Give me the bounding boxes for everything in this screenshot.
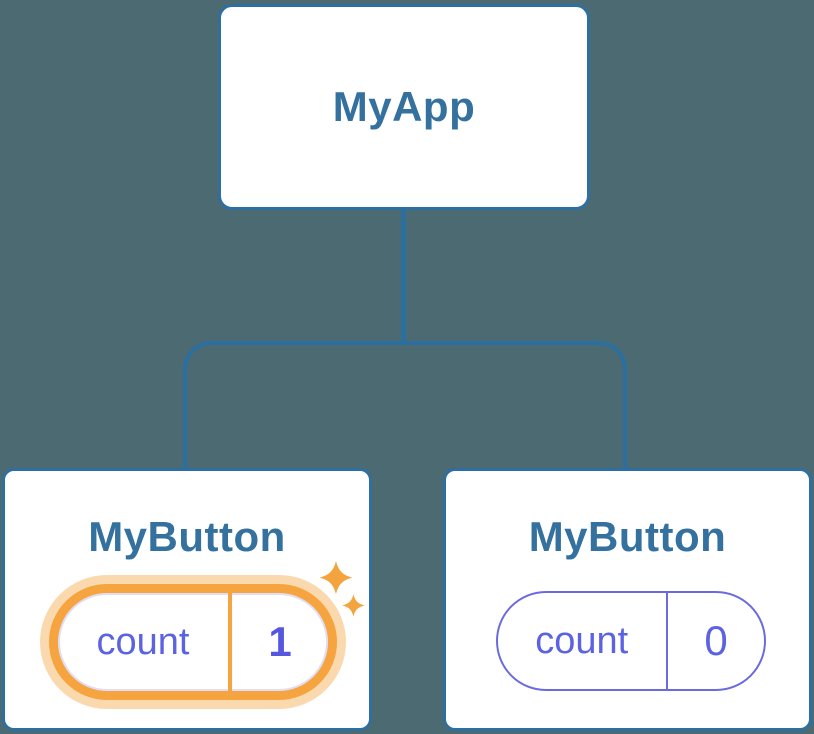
state-pill-divider [665, 593, 668, 689]
state-value: 1 [268, 618, 292, 665]
state-pill-highlighted: count 1 [49, 584, 337, 700]
root-node-label: MyApp [332, 83, 476, 130]
connector-stem [401, 209, 406, 345]
child-node-mybutton-2: MyButton count 0 [443, 468, 812, 731]
connector-branch [183, 341, 627, 468]
child-node-label: MyButton [88, 513, 286, 560]
sparkles-icon [319, 561, 365, 617]
state-name: count [535, 619, 629, 662]
state-pill-divider [228, 593, 232, 691]
child-node-mybutton-1: MyButton count 1 [2, 468, 372, 731]
state-pill: count 0 [496, 591, 766, 691]
root-node-myapp: MyApp [218, 4, 590, 210]
state-value: 0 [704, 617, 728, 664]
child-node-label: MyButton [528, 513, 727, 560]
state-name: count [96, 620, 190, 663]
